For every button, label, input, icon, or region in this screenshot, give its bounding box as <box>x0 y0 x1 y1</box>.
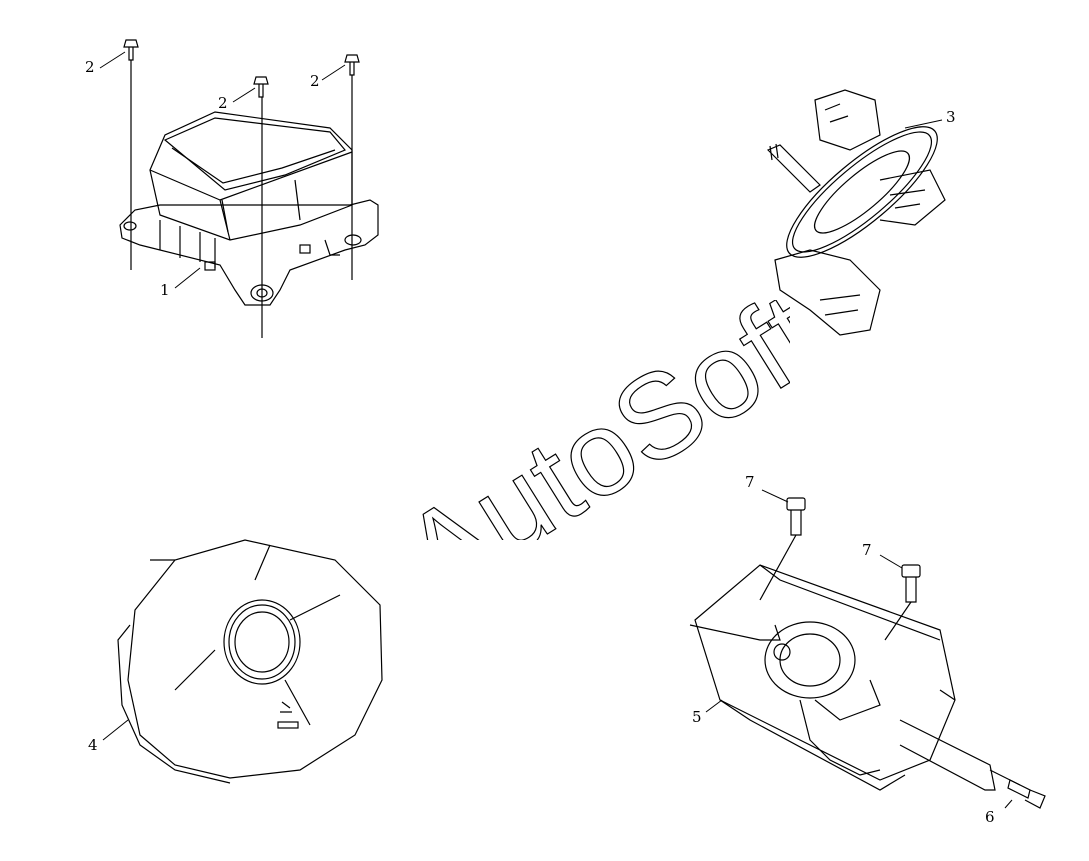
bolt-7-left <box>759 497 806 601</box>
callout-3: 3 <box>946 108 956 126</box>
bolt-2-right <box>344 54 360 280</box>
bolt-6 <box>989 769 1046 809</box>
driver-airbag-module <box>117 539 383 784</box>
callout-2-left: 2 <box>85 58 95 76</box>
bolt-2-center <box>253 76 269 338</box>
bracket-assembly <box>689 564 996 791</box>
callout-2-center: 2 <box>218 94 228 112</box>
watermark-text: AutoSoft <box>381 300 790 540</box>
callout-leaders <box>99 51 1013 809</box>
callout-7-left: 7 <box>745 473 755 491</box>
callout-6: 6 <box>985 808 995 826</box>
callout-5: 5 <box>692 708 702 726</box>
clock-spring <box>766 89 946 336</box>
bolt-7-right <box>884 564 921 641</box>
callout-1: 1 <box>160 281 170 299</box>
bolt-2-left <box>123 39 139 270</box>
callout-4: 4 <box>88 736 98 754</box>
autosoft-watermark: AutoSoft <box>380 300 790 540</box>
airbag-control-module <box>119 111 379 306</box>
callout-2-right: 2 <box>310 72 320 90</box>
callout-7-right: 7 <box>862 541 872 559</box>
